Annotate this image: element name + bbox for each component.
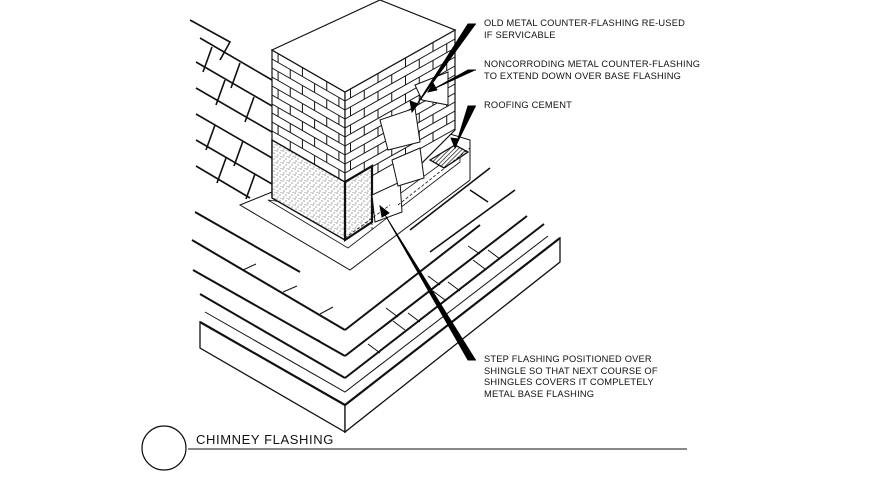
brick-joint <box>271 103 346 147</box>
shingle-courses <box>191 211 545 379</box>
brick-joint <box>271 67 346 111</box>
label-line: SHINGLES COVERS IT COMPLETELY <box>484 377 654 387</box>
roof-fascia-right <box>344 236 561 434</box>
label-line: STEP FLASHING POSITIONED OVER <box>484 354 652 364</box>
label-noncorroding-counter-flashing: NONCORRODING METAL COUNTER-FLASHING TO E… <box>484 59 700 82</box>
roof-fascia-left <box>199 320 346 434</box>
brick-joint <box>271 94 346 138</box>
label-line: TO EXTEND DOWN OVER BASE FLASHING <box>484 70 682 81</box>
label-line: IF SERVICABLE <box>484 29 556 40</box>
label-line: OLD METAL COUNTER-FLASHING RE-USED <box>484 18 686 28</box>
brick-joint <box>344 56 456 120</box>
label-line: NONCORRODING METAL COUNTER-FLASHING <box>484 59 701 69</box>
brick-joint <box>271 130 346 174</box>
brick-joint <box>271 76 346 120</box>
chimney-cap <box>270 0 457 93</box>
brick-joint <box>271 85 346 129</box>
title-circle <box>141 425 187 471</box>
brick-joint <box>344 47 456 111</box>
label-counter-flashing-reused: OLD METAL COUNTER-FLASHING RE-USED IF SE… <box>484 18 685 41</box>
label-step-flashing: STEP FLASHING POSITIONED OVER SHINGLE SO… <box>484 354 658 400</box>
roofing-cement <box>428 144 470 169</box>
label-line: METAL BASE FLASHING <box>484 388 595 399</box>
upper-shingles <box>189 19 273 200</box>
brick-joint <box>271 112 346 156</box>
shingle-joints <box>229 245 501 354</box>
drawing-title: CHIMNEY FLASHING <box>196 432 334 447</box>
brick-joint <box>271 58 346 102</box>
leader-lines <box>379 23 476 361</box>
label-roofing-cement: ROOFING CEMENT <box>484 100 572 112</box>
roof-deck <box>189 19 561 434</box>
label-line: ROOFING CEMENT <box>484 100 573 110</box>
brick-joint <box>344 38 456 102</box>
brick-joint <box>271 121 346 165</box>
label-line: SHINGLE SO THAT NEXT COURSE OF <box>484 365 658 376</box>
